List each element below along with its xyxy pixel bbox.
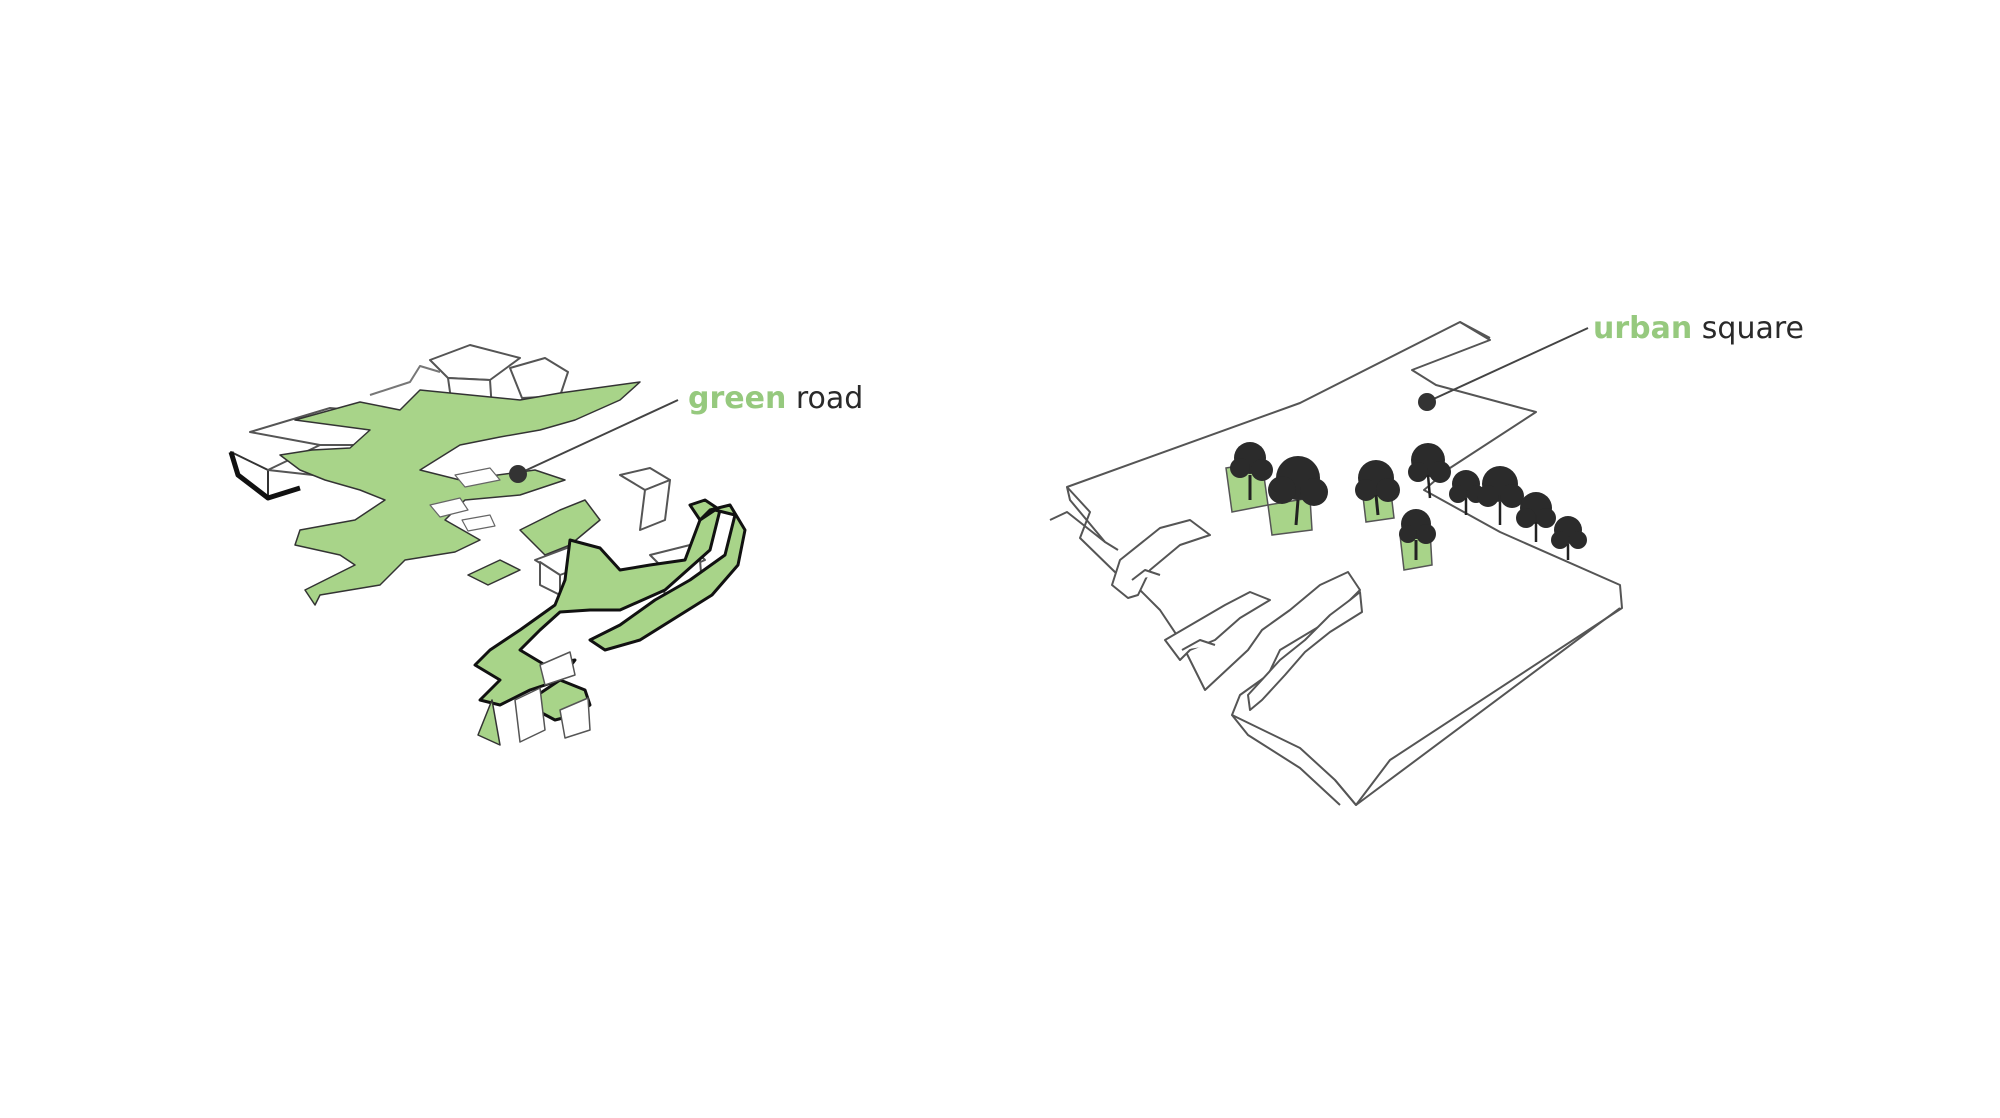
tree-icon xyxy=(1355,460,1400,516)
ramp-steps xyxy=(1111,519,1363,711)
urban-square-label: urban square xyxy=(1593,314,1804,344)
callout-dot-icon xyxy=(1418,393,1436,411)
planter-icon xyxy=(1267,497,1313,536)
green-road-leader-line xyxy=(517,399,679,475)
urban-square-leader-line xyxy=(1426,327,1589,403)
courtyard-patches xyxy=(429,467,501,532)
tree-icon xyxy=(1399,509,1436,560)
green-road-surface xyxy=(279,381,641,606)
callout-dot-icon xyxy=(509,465,527,483)
green-road-branches xyxy=(473,498,747,722)
green-road-label-highlight: green xyxy=(688,381,787,416)
tree-planters xyxy=(1225,442,1587,571)
green-road-label: green road xyxy=(688,384,863,414)
urban-square-label-highlight: urban xyxy=(1593,311,1693,346)
tree-icon xyxy=(1516,492,1556,542)
tree-icon xyxy=(1408,443,1451,499)
urban-square-model xyxy=(1049,321,1623,806)
green-road-model xyxy=(228,344,747,746)
urban-square-label-rest: square xyxy=(1692,311,1804,346)
tree-icon xyxy=(1449,470,1485,515)
green-road-fragments xyxy=(477,651,591,746)
tree-icon xyxy=(1551,516,1587,560)
square-front-face xyxy=(1066,486,1119,551)
green-road-label-rest: road xyxy=(786,381,864,416)
tree-icon xyxy=(1268,456,1328,526)
tree-icon xyxy=(1477,466,1524,525)
tree-icon xyxy=(1230,442,1273,500)
